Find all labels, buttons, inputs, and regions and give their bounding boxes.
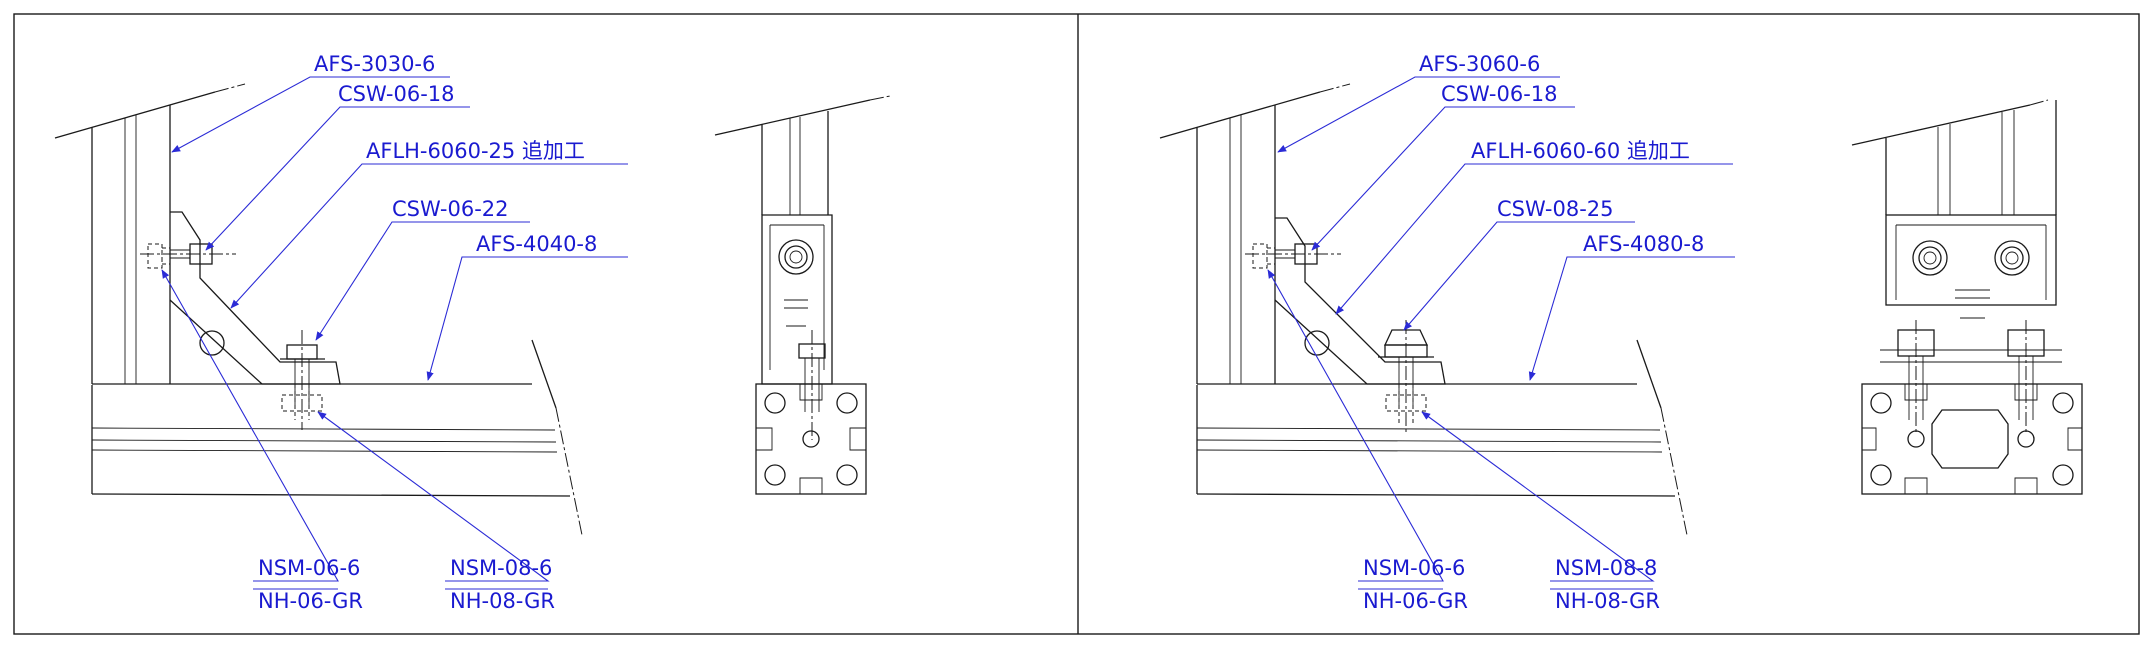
- right-side-view: [1159, 83, 1688, 536]
- label-right-nut-upper-holder: NH-06-GR: [1363, 589, 1468, 613]
- label-right-nut-upper: NSM-06-6: [1363, 556, 1465, 580]
- label-left-base-profile: AFS-4040-8: [476, 232, 597, 256]
- label-left-nut-upper: NSM-06-6: [258, 556, 360, 580]
- left-end-view: [714, 95, 891, 495]
- left-side-view: [54, 83, 583, 536]
- label-right-bolt-upper: CSW-06-18: [1441, 82, 1558, 106]
- label-left-nut-lower: NSM-08-6: [450, 556, 552, 580]
- label-left-frame-profile: AFS-3030-6: [314, 52, 435, 76]
- label-right-nut-lower-holder: NH-08-GR: [1555, 589, 1660, 613]
- label-left-bolt-lower: CSW-06-22: [392, 197, 509, 221]
- drawing-border: [13, 13, 2140, 635]
- label-right-frame-profile: AFS-3060-6: [1419, 52, 1540, 76]
- label-right-base-profile: AFS-4080-8: [1583, 232, 1704, 256]
- label-right-nut-lower: NSM-08-8: [1555, 556, 1657, 580]
- right-leaders: [1267, 76, 1735, 590]
- label-right-bracket: AFLH-6060-60 追加工: [1471, 139, 1690, 163]
- label-left-bracket: AFLH-6060-25 追加工: [366, 139, 585, 163]
- label-right-bolt-lower: CSW-08-25: [1497, 197, 1614, 221]
- label-left-nut-upper-holder: NH-06-GR: [258, 589, 363, 613]
- label-left-bolt-upper: CSW-06-18: [338, 82, 455, 106]
- right-end-view: [1851, 99, 2083, 495]
- label-left-nut-lower-holder: NH-08-GR: [450, 589, 555, 613]
- left-leaders: [161, 76, 628, 590]
